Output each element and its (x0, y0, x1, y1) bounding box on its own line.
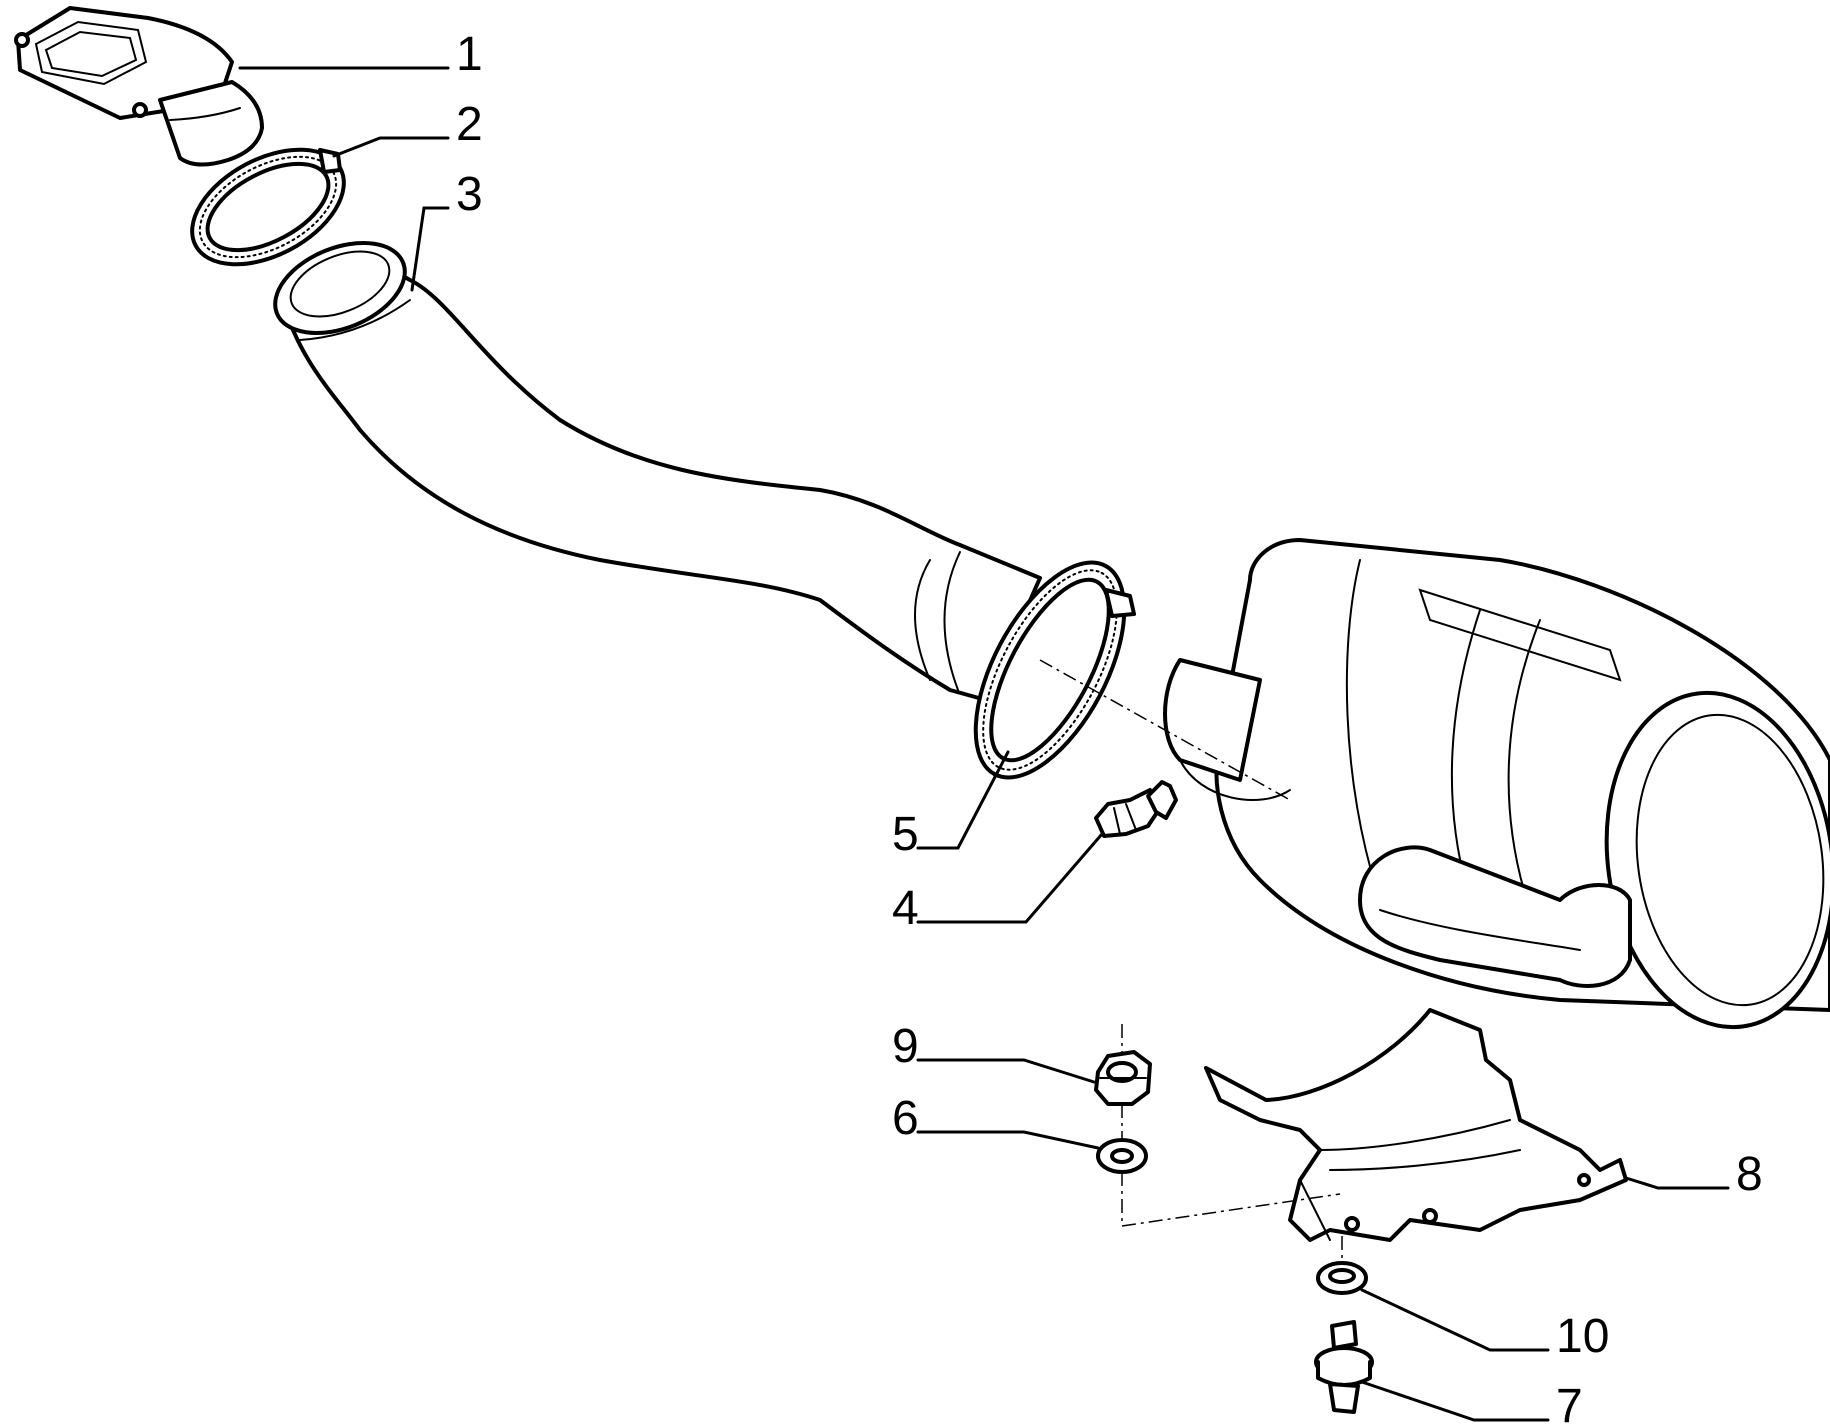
callout-9: 9 (892, 1020, 919, 1073)
leader-10 (1360, 1288, 1550, 1352)
callout-3: 3 (456, 168, 483, 221)
callout-1: 1 (456, 28, 483, 81)
part-1-flanged-elbow (14, 6, 264, 167)
part-2-hose-clamp (190, 147, 346, 267)
part-8-support-bracket (1204, 1008, 1628, 1242)
callout-10: 10 (1556, 1310, 1609, 1363)
callout-leaders (238, 66, 1730, 1422)
leader-9 (916, 1058, 1096, 1084)
part-7-stud-bolt (1314, 1320, 1374, 1414)
assembly-axis-lines (1039, 659, 1343, 1262)
leader-6 (916, 1130, 1100, 1150)
part-9-hex-nut (1094, 1050, 1152, 1106)
callout-5: 5 (892, 808, 919, 861)
callout-numbers: 1 2 3 4 5 6 7 8 9 10 (456, 28, 1763, 1424)
filter-canister (1163, 538, 1830, 1030)
leader-3 (410, 206, 450, 292)
part-3-intake-hose (273, 241, 1042, 702)
part-5-large-clamp (973, 560, 1136, 780)
leader-2 (332, 136, 450, 158)
leader-4 (916, 832, 1104, 924)
leader-5 (916, 750, 1010, 850)
callout-4: 4 (892, 882, 919, 935)
part-6-washer (1096, 1138, 1148, 1174)
callout-8: 8 (1736, 1148, 1763, 1201)
part-4-sensor-fitting (1094, 780, 1178, 838)
leader-8 (1624, 1176, 1730, 1190)
part-10-washer (1316, 1261, 1368, 1295)
callout-7: 7 (1556, 1380, 1583, 1424)
callout-6: 6 (892, 1092, 919, 1145)
leader-7 (1360, 1380, 1550, 1422)
callout-2: 2 (456, 98, 483, 151)
